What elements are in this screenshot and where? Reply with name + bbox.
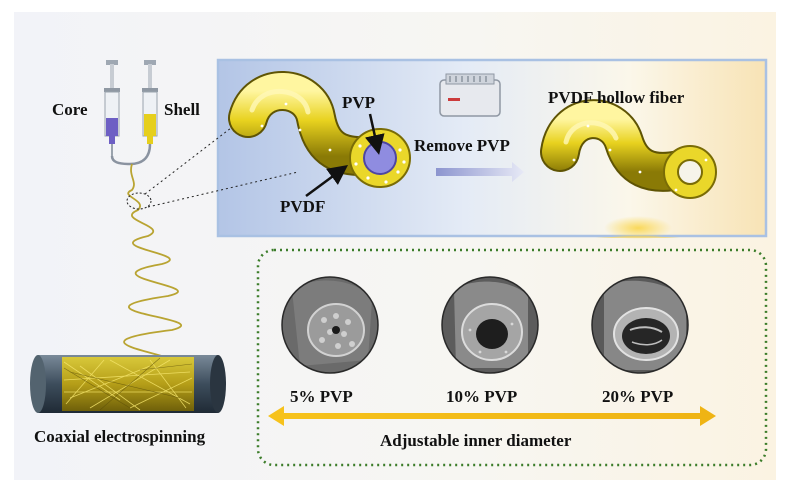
coaxial-label: Coaxial electrospinning: [34, 427, 206, 446]
sem-image-5pct: [281, 276, 379, 374]
adjustable-label: Adjustable inner diameter: [380, 431, 572, 450]
feed-line: [110, 143, 152, 166]
sample-label-20pct: 20% PVP: [602, 387, 673, 406]
zoom-line-bottom: [147, 171, 299, 208]
shell-syringe: [142, 60, 158, 144]
core-label: Core: [52, 100, 88, 119]
pvdf-label: PVDF: [280, 197, 325, 216]
focus-beam: [596, 236, 680, 238]
pvp-pointer: [364, 113, 385, 155]
sem-image-10pct: [441, 276, 539, 374]
remove-pvp-label: Remove PVP: [414, 136, 510, 155]
hollow-fiber-label: PVDF hollow fiber: [548, 88, 685, 107]
solvent-bath-icon: [439, 73, 501, 117]
core-syringe: [104, 60, 120, 156]
focus-glow: [604, 216, 672, 240]
sample-label-5pct: 5% PVP: [290, 387, 353, 406]
collector-drum: [30, 355, 226, 413]
zoom-line-top: [144, 117, 245, 195]
remove-arrow: [436, 162, 524, 182]
electrospinning-jet: [123, 163, 182, 371]
adjustable-arrow: [268, 406, 716, 426]
shell-label: Shell: [164, 100, 200, 119]
pvp-label: PVP: [342, 93, 375, 112]
pvdf-pointer: [305, 165, 349, 198]
sem-image-20pct: [591, 276, 689, 374]
hollow-fiber: [540, 99, 717, 199]
sample-label-10pct: 10% PVP: [446, 387, 517, 406]
zoom-circle: [126, 192, 152, 210]
